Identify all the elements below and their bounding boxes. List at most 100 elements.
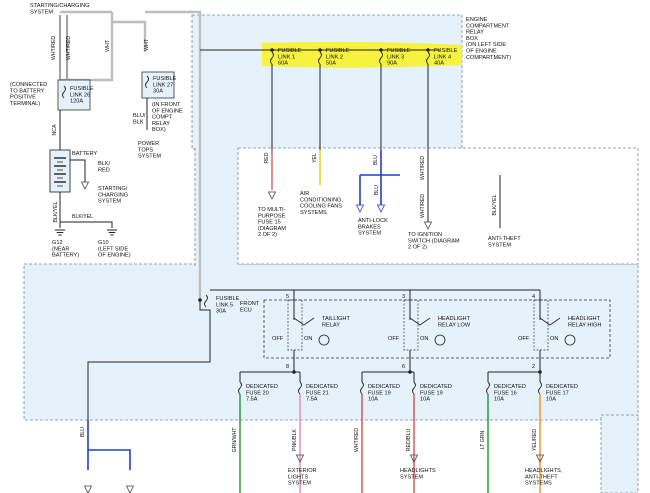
wire-label: WHT [105,39,111,52]
wire-label: WHT [144,38,150,51]
wire-fl5-down [87,300,211,470]
fusible-link-27-note: COMPT [152,115,173,121]
relay-box-label: OF ENGINE [466,49,497,55]
ground-g12-label: G12 [52,240,63,246]
to-ignition-label: 2 OF 2) [408,245,427,251]
power-tops-label: SYSTEM [138,154,161,160]
relay-box-label: RELAY [466,30,484,36]
fusible-link-27-note: OF ENGINE [152,108,183,114]
dedicated-fuse-label: 7.5A [246,397,258,403]
dedicated-fuse-label: FUSE 16 [494,390,517,396]
relay-pin-label: 5 [286,294,289,300]
anti-lock-brakes-label: SYSTEM [358,231,381,237]
fusible-link-3-label: 90A [387,61,397,67]
fusible-link-2-label: LINK 2 [326,54,343,60]
fusible-link-2-label: FUSIBLE [326,48,350,54]
dedicated-fuse-label: DEDICATED [494,384,526,390]
wire-label: BLU [80,427,86,437]
connector-blu [376,204,386,213]
fusible-link-dot [379,48,383,52]
connector-headlights [409,454,419,463]
relay-pin-label: 3 [402,294,405,300]
connector-headlights-at [535,454,545,463]
engine-relay-box-zone [191,14,463,150]
fusible-link-26-label: LINK 26 [70,92,90,98]
fusible-link-dot [426,48,430,52]
dedicated-fuse-label: DEDICATED [306,384,338,390]
to-multi-purpose-label: PURPOSE [258,213,286,219]
relay-pin-label: 2 [532,364,535,370]
fusible-link-4-label: FUSIBLE [434,48,458,54]
wire-label: GRN/WHT [232,427,238,453]
dedicated-fuse-label: DEDICATED [420,384,452,390]
fusible-link-symbol [318,51,322,65]
fusible-link-27-note: (IN FRONT [152,102,181,108]
fusible-link-2-label: 50A [326,61,336,67]
wire-label: RED [264,152,270,163]
dedicated-fuse-label: 10A [546,397,556,403]
headlights-anti-theft-label: SYSTEMS [525,481,552,487]
wire-label: RED/BLU [406,429,412,452]
wire-blk-yel-h [60,221,113,228]
fusible-link-26-symbol [62,85,66,99]
lower-right-zone [600,414,639,493]
anti-theft-label: ANTI-THEFT [488,236,521,242]
fusible-link-27-note: BOX) [152,127,166,133]
relay-on-label: ON [550,336,558,342]
dedicated-fuse-symbol [238,381,242,395]
wire-label: YEL/RED [532,429,538,451]
wire-blk-red [70,159,86,182]
fusible-link-1-label: FUSIBLE [278,48,302,54]
wire-label: WHT/RED [51,36,57,60]
relay-coil [564,334,576,346]
to-ignition-label: SWITCH (DIAGRAM [408,238,460,244]
wire-label: YEL [312,153,318,163]
headlights-anti-theft-label: HEADLIGHTS, [525,468,563,474]
relay-pin-label: 6 [402,364,405,370]
relay-box-label: ENGINE [466,17,488,23]
battery-connection-label: TO BATTERY [10,88,45,94]
starting-charging-label: CHARGING [98,192,128,198]
battery-connection-label: POSITIVE [10,95,36,101]
connector-blu-lower [125,485,135,493]
relay-pin-label: 8 [286,364,289,370]
relay-box-label: (ON LEFT SIDE [466,42,506,48]
anti-lock-brakes-label: BRAKES [358,224,381,230]
wire-label: BLU [373,155,379,165]
fusible-link-27-label: LINK 27 [153,82,173,88]
anti-theft-label: SYSTEM [488,242,511,248]
battery-connection-label: (CONNECTED [10,82,47,88]
anti-lock-brakes-label: ANTI-LOCK [358,218,388,224]
relay-on-label: ON [420,336,428,342]
relay-label-0: TAILLIGHT [322,316,350,322]
to-multi-purpose-label: FUSE 15 [258,220,281,226]
relay-coil-box [533,299,549,351]
wire-label: BLU [374,185,380,195]
fusible-link-3-label: FUSIBLE [387,48,411,54]
relay-coil [318,334,330,346]
air-conditioning-label: COOLING FANS [300,204,342,210]
battery-connection-label: TERMINAL) [10,101,40,107]
starting-charging-label: STARTING/CHARGING [30,3,89,9]
air-conditioning-label: SYSTEMS [300,210,327,216]
front-ecu-label: ECU [240,307,252,313]
to-ignition-label: TO IGNITION [408,232,442,238]
ground-g10-label: (LEFT SIDE [98,246,128,252]
relay-off-label: OFF [272,336,284,342]
to-multi-purpose-label: (DIAGRAM [258,226,286,232]
dedicated-fuse-label: FUSE 21 [306,390,329,396]
fusible-link-5-symbol [204,294,208,308]
air-conditioning-label: AIR [300,191,309,197]
wire-label: RED [98,167,110,173]
relay-label-2: RELAY HIGH [568,322,601,328]
wire-label: PNK/BLK [292,429,298,451]
relay-off-label: OFF [518,336,530,342]
fusible-link-26-box [57,79,91,111]
relay-coil [434,334,446,346]
fusible-link-4-label: 40A [434,61,444,67]
ground-g10-label: OF ENGINE) [98,253,131,259]
fusible-link-dot [270,48,274,52]
fusible-link-symbol [426,51,430,65]
connector-blu [355,204,365,213]
